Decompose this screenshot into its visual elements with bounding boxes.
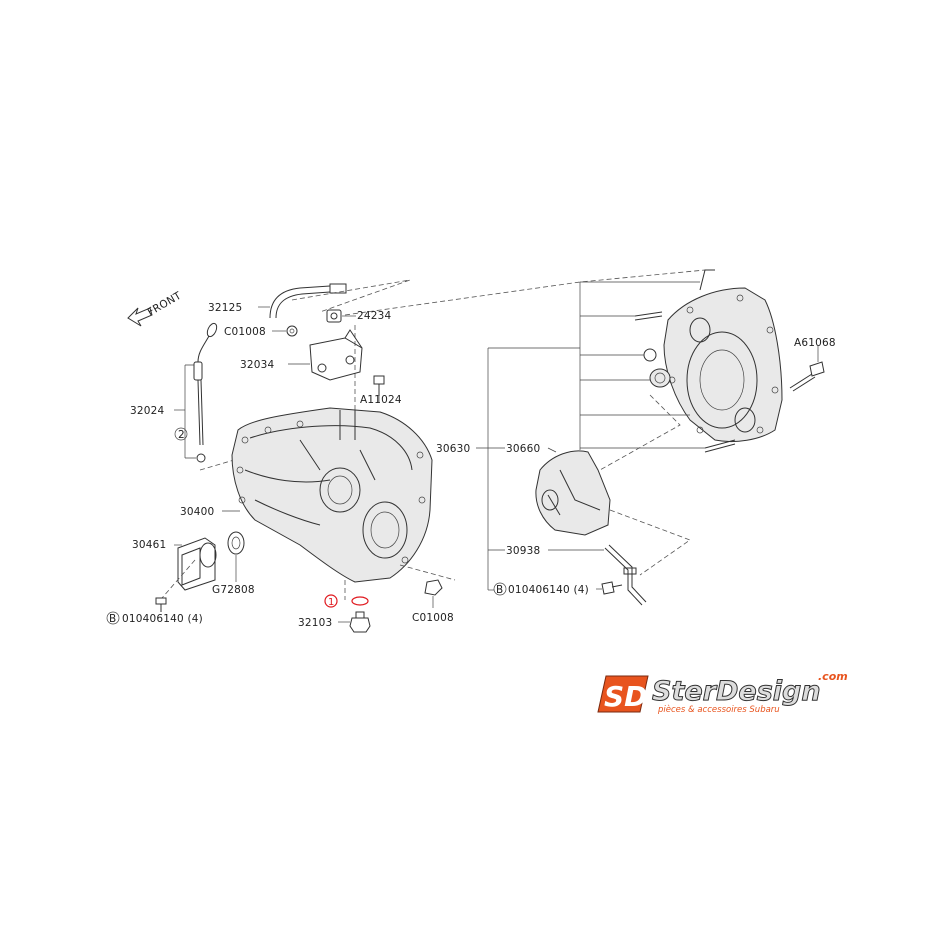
label-C01008-bottom: C01008 (412, 612, 454, 624)
callout-B-right: B (496, 584, 503, 596)
sterdesign-logo: SD SterDesign .com pièces & accessoires … (597, 670, 848, 715)
bolt-left (155, 559, 196, 612)
ref-line-top-right (344, 269, 706, 316)
front-arrow-icon (127, 307, 153, 327)
dowel-pin-top (634, 311, 663, 321)
breather-hose (269, 283, 347, 319)
retainer (177, 537, 217, 591)
ref-line-top (291, 279, 411, 313)
logo-mark-icon: SD (597, 675, 649, 713)
bolt-A11024 (373, 375, 385, 396)
label-bolt-left: 010406140 (4) (122, 613, 203, 625)
callout-2: 2 (178, 429, 185, 441)
transmission-case-rear (663, 269, 783, 443)
label-32103: 32103 (298, 617, 332, 629)
label-32024: 32024 (130, 405, 165, 417)
label-32125: 32125 (208, 302, 242, 314)
callout-B-left: B (109, 613, 116, 625)
label-G72808: G72808 (212, 584, 255, 596)
drain-plug-gasket (344, 580, 369, 606)
label-30660: 30660 (506, 443, 540, 455)
callout-1-circle (324, 594, 338, 608)
callout-B-left-circle (106, 611, 120, 625)
front-label: FRONT (146, 290, 184, 319)
nut-bottom (399, 564, 456, 596)
dowel-pin-bottom (704, 439, 736, 453)
bracket (309, 329, 363, 381)
callout-2-circle (174, 427, 188, 441)
drain-plug (349, 611, 371, 633)
oil-seal (227, 531, 245, 555)
bolt-right (601, 581, 623, 595)
callout-1: 1 (328, 597, 334, 608)
label-30400: 30400 (180, 506, 214, 518)
nut-top (286, 325, 298, 337)
logo-mark: SD (604, 680, 647, 713)
logo-domain: .com (818, 670, 848, 683)
label-30938: 30938 (506, 545, 540, 557)
callout-B-right-circle (493, 582, 507, 596)
vent-pipe (604, 544, 647, 606)
label-32034: 32034 (240, 359, 275, 371)
bolt-A61068 (789, 361, 825, 392)
label-30630: 30630 (436, 443, 470, 455)
hose-clip (326, 309, 342, 323)
seal-small (643, 348, 657, 362)
label-A61068: A61068 (794, 337, 836, 349)
cover (535, 450, 611, 536)
label-30461: 30461 (132, 539, 166, 551)
label-24234: 24234 (357, 310, 392, 322)
logo-brand: SterDesign (652, 676, 821, 707)
seal-large (649, 368, 671, 388)
transmission-case-front (231, 407, 433, 583)
logo-tagline: pièces & accessoires Subaru (657, 704, 780, 715)
label-A11024: A11024 (360, 394, 402, 406)
label-bolt-right: 010406140 (4) (508, 584, 589, 596)
oil-level-gauge (193, 322, 218, 463)
label-C01008-top: C01008 (224, 326, 266, 338)
